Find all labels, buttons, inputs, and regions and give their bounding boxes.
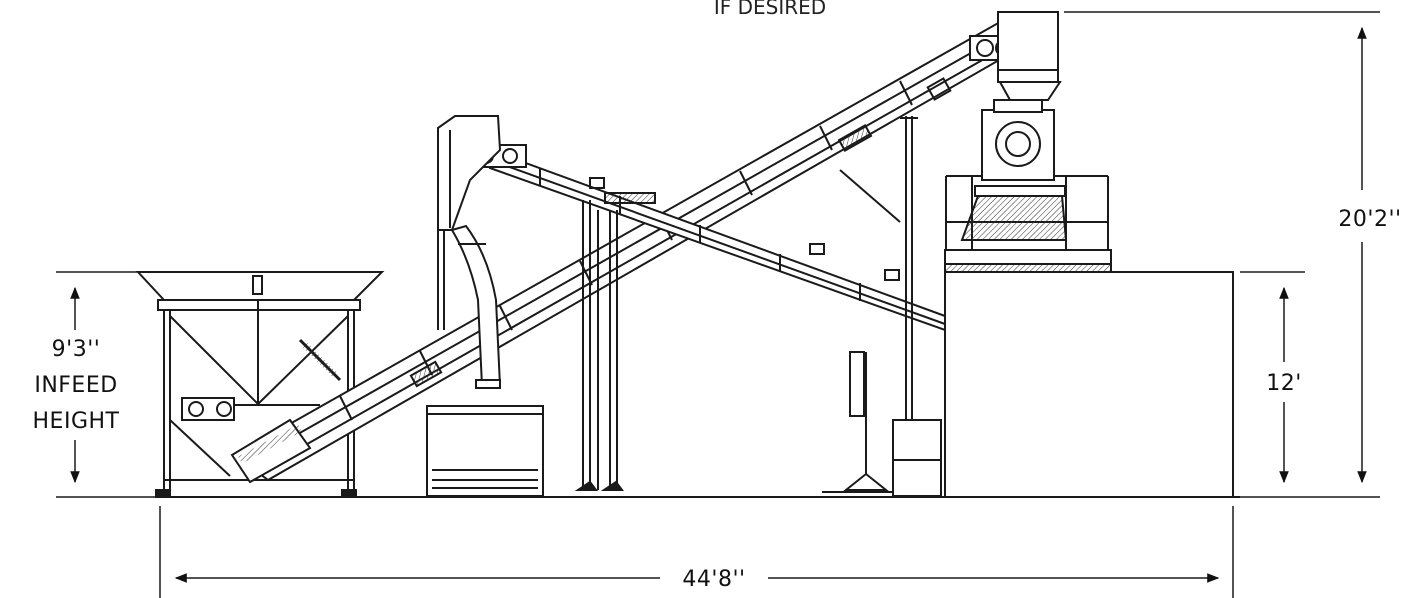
- top-note-text: IF DESIRED: [714, 0, 826, 19]
- dimension-lines: [56, 11, 1380, 598]
- hammer-mill-unit: [944, 11, 1112, 273]
- infeed-hopper: [135, 271, 385, 498]
- elevated-platform: [944, 271, 1234, 498]
- control-panel: [822, 116, 942, 498]
- elevator-spout: [437, 115, 502, 389]
- infeed-height-label-line1: INFEED: [34, 373, 117, 398]
- overall-height-label: 20'2'': [1338, 207, 1401, 232]
- overall-length-label: 44'8'': [682, 567, 745, 592]
- infeed-height-value: 9'3'': [52, 337, 101, 362]
- surge-bin: [426, 405, 544, 497]
- platform-height-label: 12': [1266, 371, 1302, 396]
- support-tower: [574, 200, 624, 491]
- infeed-height-label-line2: HEIGHT: [33, 409, 120, 434]
- main-inclined-conveyor: [230, 20, 1022, 484]
